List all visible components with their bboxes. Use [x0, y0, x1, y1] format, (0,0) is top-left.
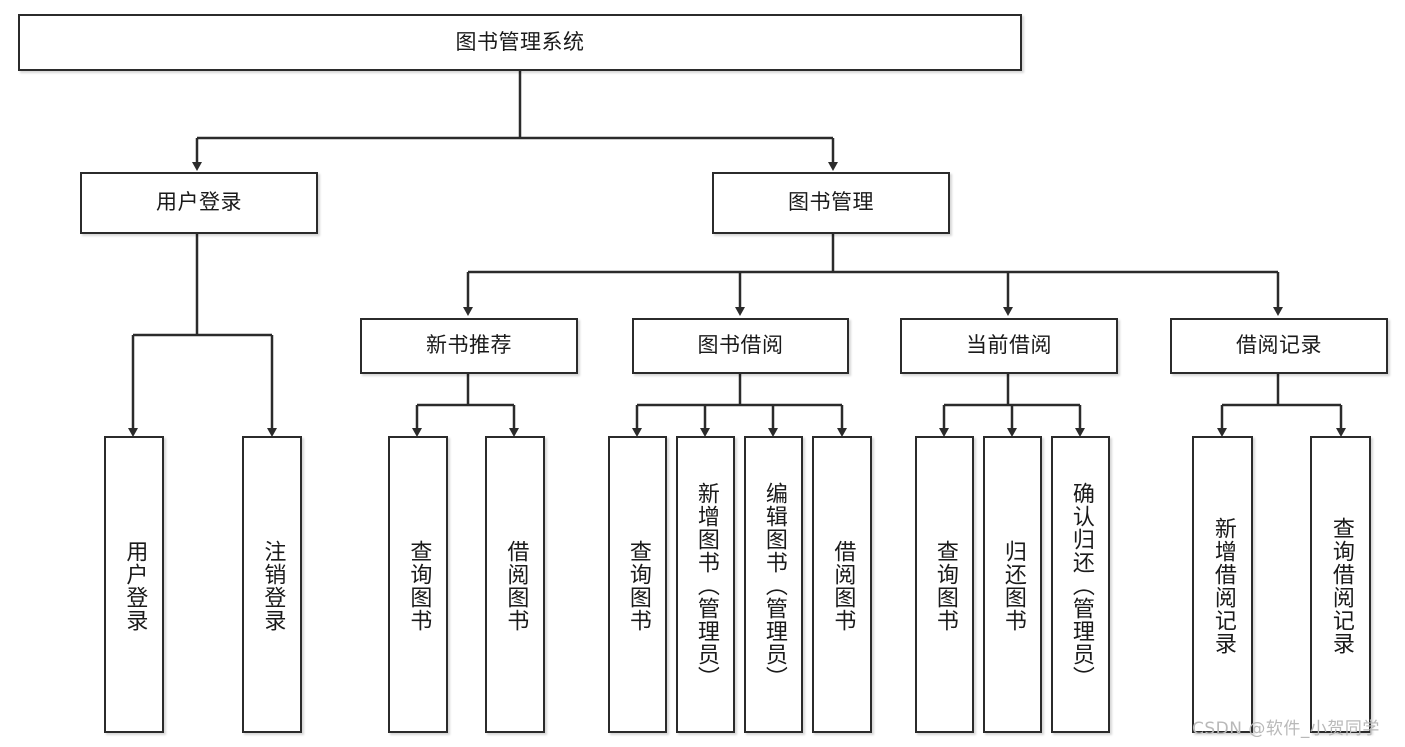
- node-current-borrow[interactable]: 当前借阅: [900, 318, 1118, 374]
- leaf-confirm-return-admin[interactable]: 确认归还（管理员）: [1051, 436, 1110, 733]
- leaf-add-book-admin[interactable]: 新增图书（管理员）: [676, 436, 735, 733]
- node-label: 借阅记录: [1236, 333, 1322, 358]
- node-label: 借阅图书: [503, 539, 529, 632]
- node-label: 新增图书（管理员）: [693, 482, 719, 689]
- node-new-book-recommend[interactable]: 新书推荐: [360, 318, 578, 374]
- leaf-return-book[interactable]: 归还图书: [983, 436, 1042, 733]
- leaf-edit-book-admin[interactable]: 编辑图书（管理员）: [744, 436, 803, 733]
- node-label: 用户登录: [156, 190, 242, 215]
- leaf-borrow-book-2[interactable]: 借阅图书: [812, 436, 872, 733]
- leaf-query-book-2[interactable]: 查询图书: [608, 436, 667, 733]
- node-label: 当前借阅: [966, 333, 1052, 358]
- node-label: 查询图书: [932, 539, 958, 632]
- leaf-logout[interactable]: 注销登录: [242, 436, 302, 733]
- node-label: 图书借阅: [697, 333, 784, 358]
- node-label: 确认归还（管理员）: [1068, 482, 1094, 689]
- leaf-query-book-1[interactable]: 查询图书: [388, 436, 448, 733]
- node-root[interactable]: 图书管理系统: [18, 14, 1022, 71]
- node-label: 用户登录: [122, 539, 148, 632]
- node-user-login[interactable]: 用户登录: [80, 172, 318, 234]
- leaf-borrow-book-1[interactable]: 借阅图书: [485, 436, 545, 733]
- node-label: 编辑图书（管理员）: [761, 482, 787, 689]
- node-label: 查询图书: [625, 539, 651, 632]
- node-borrow-record[interactable]: 借阅记录: [1170, 318, 1388, 374]
- leaf-user-login[interactable]: 用户登录: [104, 436, 164, 733]
- node-label: 查询借阅记录: [1328, 516, 1354, 655]
- node-book-management[interactable]: 图书管理: [712, 172, 950, 234]
- csdn-watermark: CSDN @软件_小贺同学: [1192, 719, 1380, 739]
- leaf-query-book-3[interactable]: 查询图书: [915, 436, 974, 733]
- node-label: 查询图书: [406, 539, 432, 632]
- node-label: 图书管理系统: [455, 29, 585, 54]
- node-book-borrow[interactable]: 图书借阅: [632, 318, 849, 374]
- leaf-query-borrow-record[interactable]: 查询借阅记录: [1310, 436, 1371, 733]
- node-label: 注销登录: [260, 539, 286, 632]
- node-label: 归还图书: [1000, 539, 1026, 632]
- node-label: 借阅图书: [830, 539, 856, 632]
- node-label: 新书推荐: [426, 333, 512, 358]
- node-label: 图书管理: [788, 190, 874, 215]
- leaf-add-borrow-record[interactable]: 新增借阅记录: [1192, 436, 1253, 733]
- node-label: 新增借阅记录: [1210, 516, 1236, 655]
